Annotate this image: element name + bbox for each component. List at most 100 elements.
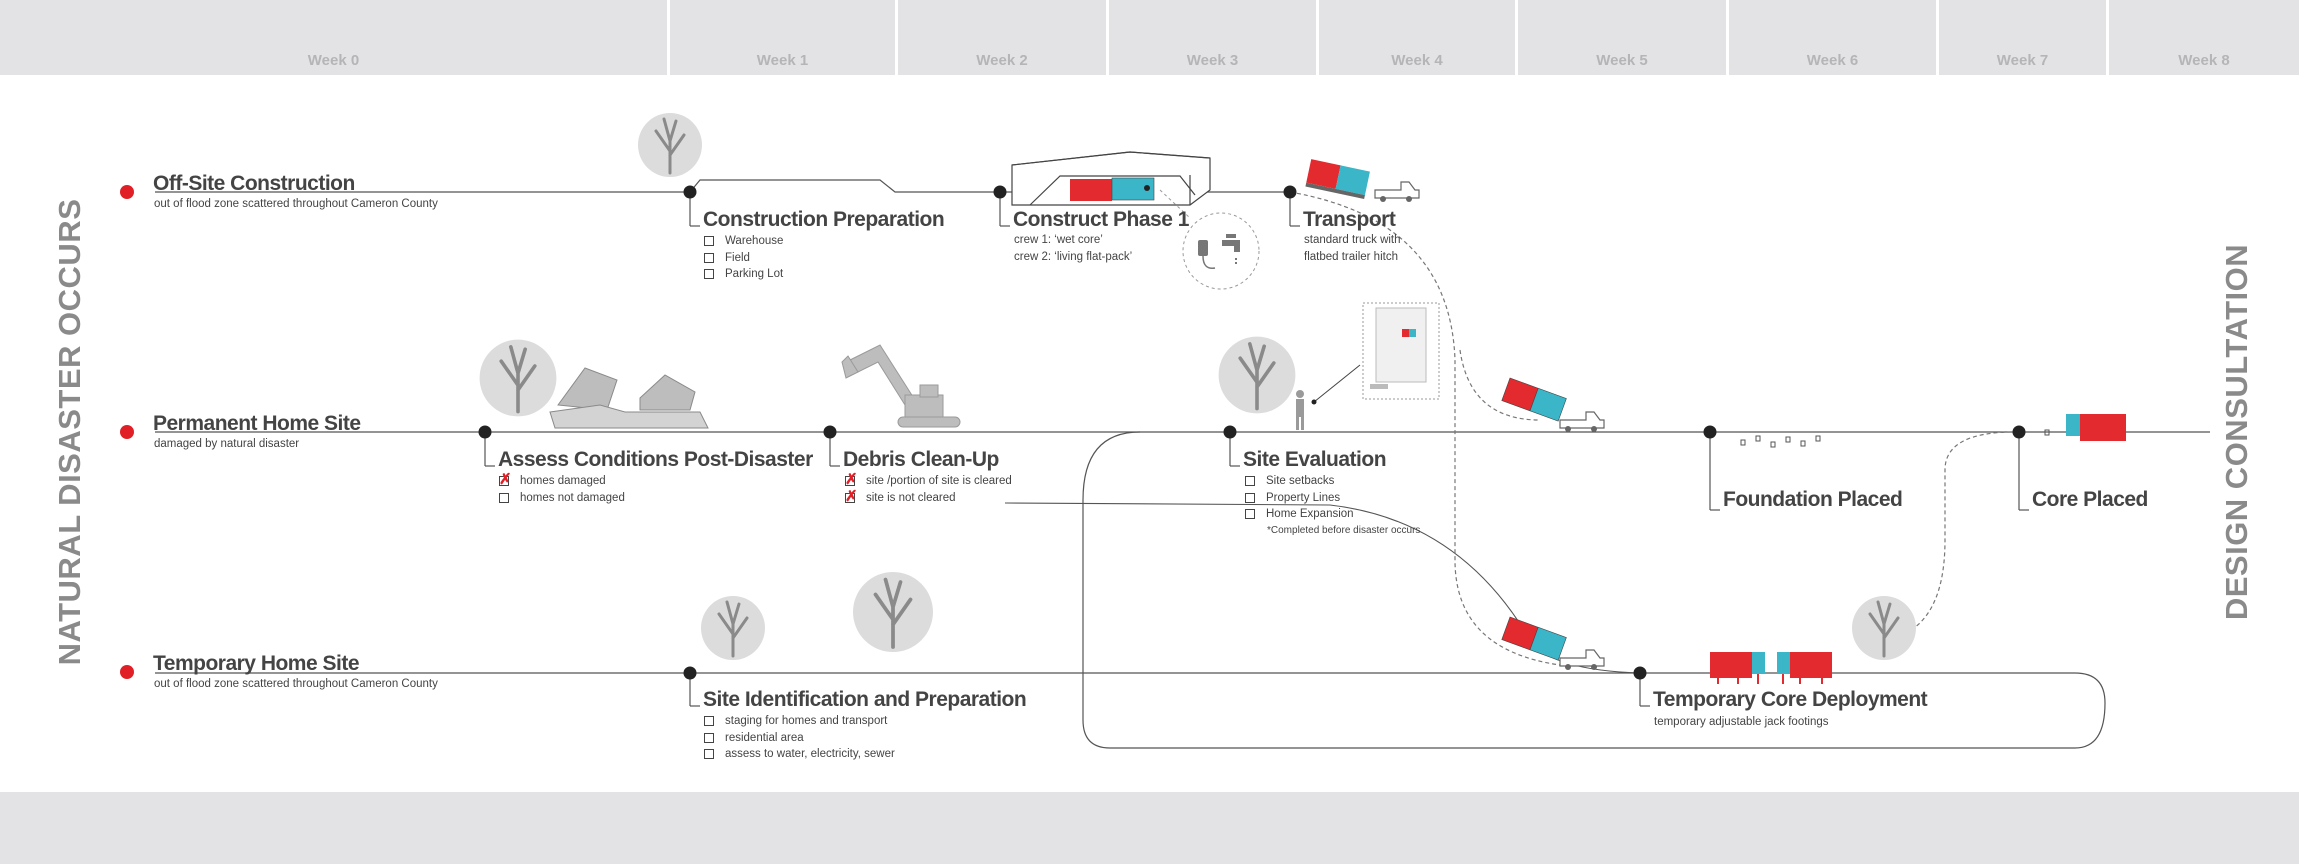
site-plan-leader [1313, 364, 1361, 403]
checklist-item: Property Lines [1245, 490, 1354, 507]
offsite-row-title: Off-Site Construction [153, 172, 355, 195]
tree-icon [1216, 334, 1298, 416]
person-icon [1296, 390, 1304, 430]
tree-icon [636, 111, 704, 179]
warehouse-icon [1011, 151, 1211, 206]
week-label: Week 3 [1186, 52, 1239, 69]
assess-checklist: homes damaged homes not damaged [499, 472, 625, 507]
checklist-item: Parking Lot [704, 266, 783, 283]
temp-core-note: temporary adjustable jack footings [1654, 716, 1829, 728]
checkbox[interactable] [704, 716, 714, 727]
checkbox-checked[interactable] [499, 472, 512, 487]
permanent-row-subtitle: damaged by natural disaster [154, 438, 300, 450]
checklist-item: site /portion of site is cleared [845, 472, 1012, 490]
temporary-row-line [120, 431, 2106, 749]
week-column-3: Week 3 [1109, 0, 1319, 75]
checklist-item: staging for homes and transport [704, 713, 895, 730]
debris-title: Debris Clean-Up [843, 448, 999, 471]
week-label: Week 1 [756, 52, 809, 69]
site-plan-marker [1311, 399, 1317, 405]
shipping-container-icon [2044, 429, 2050, 436]
core-to-permanent-dashed [1884, 431, 2016, 641]
timeline-header: Week 0 Week 1 Week 2 Week 3 Week 4 Week … [0, 0, 2299, 75]
checkbox[interactable] [704, 269, 714, 280]
site-eval-footnote: *Completed before disaster occurs [1267, 525, 1421, 536]
checkbox[interactable] [1245, 492, 1255, 503]
checkbox[interactable] [704, 732, 714, 743]
transport-note: flatbed trailer hitch [1304, 251, 1398, 263]
checkbox[interactable] [1245, 509, 1255, 520]
transport-title: Transport [1303, 208, 1396, 231]
checkbox[interactable] [704, 749, 714, 760]
week-column-2: Week 2 [898, 0, 1109, 75]
temp-core-title: Temporary Core Deployment [1653, 688, 1928, 711]
site-eval-title: Site Evaluation [1243, 448, 1387, 471]
faucet-icon [1182, 212, 1260, 290]
checkbox[interactable] [704, 236, 714, 247]
construct-phase1-title: Construct Phase 1 [1013, 208, 1189, 231]
offsite-row-subtitle: out of flood zone scattered throughout C… [154, 198, 438, 210]
week-column-8: Week 8 [2109, 0, 2299, 75]
container-marker [1144, 185, 1150, 191]
checklist-item: homes damaged [499, 472, 625, 490]
foundation-footings [1740, 435, 1821, 448]
permanent-row-line [120, 425, 2210, 439]
design-consultation-label: DESIGN CONSULTATION [2219, 243, 2254, 621]
assess-title: Assess Conditions Post-Disaster [498, 448, 813, 471]
checklist-item: assess to water, electricity, sewer [704, 746, 895, 763]
week-column-6: Week 6 [1729, 0, 1939, 75]
checklist-item: Field [704, 250, 783, 267]
truck-icon [1501, 377, 1605, 433]
shipping-container-icon [1070, 177, 1155, 201]
week-column-5: Week 5 [1518, 0, 1729, 75]
checkbox-checked[interactable] [845, 489, 858, 504]
offsite-row-line [120, 179, 1290, 199]
shipping-container-icon [2066, 414, 2126, 441]
house-icon [549, 367, 709, 429]
week-label: Week 0 [307, 52, 360, 69]
week-label: Week 2 [976, 52, 1028, 69]
construction-prep-title: Construction Preparation [703, 208, 945, 231]
site-id-checklist: staging for homes and transport resident… [704, 713, 895, 763]
week-label: Week 6 [1806, 52, 1859, 69]
checklist-item: Site setbacks [1245, 473, 1354, 490]
checkbox[interactable] [499, 492, 509, 503]
truck-icon [1305, 159, 1420, 203]
week-column-4: Week 4 [1319, 0, 1518, 75]
checkbox[interactable] [704, 252, 714, 263]
checklist-item: Home Expansion [1245, 506, 1354, 523]
construct-phase1-note: crew 1: ‘wet core’ [1014, 234, 1103, 246]
checkbox-checked[interactable] [845, 472, 858, 487]
week-column-7: Week 7 [1939, 0, 2109, 75]
plug-icon [1198, 240, 1216, 269]
site-eval-checklist: Site setbacks Property Lines Home Expans… [1245, 473, 1354, 523]
site-plan-icon [1362, 302, 1440, 400]
shipping-container-icon [1710, 652, 1832, 684]
week-label: Week 7 [1996, 52, 2049, 69]
checklist-item: residential area [704, 730, 895, 747]
tree-icon [851, 570, 935, 654]
core-placed-title: Core Placed [2032, 488, 2148, 511]
step-nodes [478, 185, 2026, 680]
week-label: Week 4 [1391, 52, 1443, 69]
footer-band [0, 792, 2299, 864]
callout-leader [1159, 189, 1191, 219]
debris-checklist: site /portion of site is cleared site is… [845, 472, 1012, 506]
transport-route-dashed [1289, 191, 1561, 666]
week-column-0: Week 0 [0, 0, 670, 75]
checklist-item: Warehouse [704, 233, 783, 250]
transport-note: standard truck with [1304, 234, 1401, 246]
tree-icon [1850, 594, 1918, 662]
temporary-row-subtitle: out of flood zone scattered throughout C… [154, 678, 438, 690]
checklist-item: homes not damaged [499, 490, 625, 507]
tree-icon [699, 594, 767, 662]
natural-disaster-label: NATURAL DISASTER OCCURS [52, 198, 87, 666]
tree-icon [477, 337, 559, 419]
week-label: Week 8 [2178, 52, 2230, 69]
week-label: Week 5 [1596, 52, 1648, 69]
checkbox[interactable] [1245, 476, 1255, 487]
foundation-title: Foundation Placed [1723, 488, 1903, 511]
construction-prep-checklist: Warehouse Field Parking Lot [704, 233, 783, 283]
truck-icon [1501, 616, 1605, 671]
